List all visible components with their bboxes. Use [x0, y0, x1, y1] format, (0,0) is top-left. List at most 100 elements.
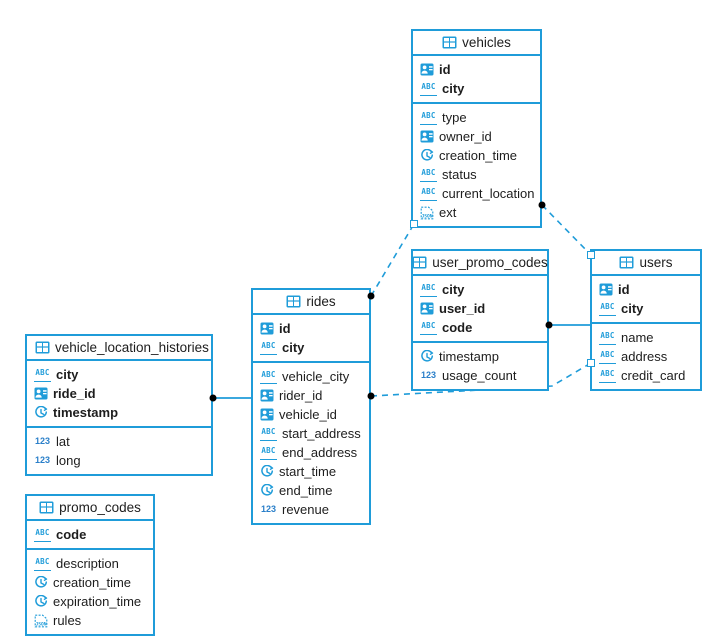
id-card-icon	[260, 408, 274, 422]
field-label: rules	[53, 613, 82, 628]
clock-icon	[420, 349, 434, 364]
id-card-icon	[420, 130, 434, 144]
field-row-timestamp[interactable]: timestamp	[27, 403, 211, 422]
clock-icon	[420, 148, 434, 163]
field-row-vehicle_id[interactable]: vehicle_id	[253, 405, 369, 424]
field-row-id[interactable]: id	[253, 319, 369, 338]
field-row-creation_time[interactable]: creation_time	[27, 573, 153, 592]
field-row-rider_id[interactable]: rider_id	[253, 386, 369, 405]
field-row-ride_id[interactable]: ride_id	[27, 384, 211, 403]
id-card-icon	[260, 322, 274, 336]
field-row-creation_time[interactable]: creation_time	[413, 146, 540, 165]
entity-header-vehicle_location_histories[interactable]: vehicle_location_histories	[27, 336, 211, 361]
abc-icon: ABC	[260, 427, 277, 441]
field-label: end_time	[279, 483, 333, 498]
field-row-user_id[interactable]: user_id	[413, 299, 547, 318]
id-card-icon	[599, 283, 613, 297]
table-icon	[442, 36, 457, 50]
field-row-lat[interactable]: 123 lat	[27, 432, 211, 451]
field-label: city	[282, 340, 305, 355]
field-label: user_id	[439, 301, 486, 316]
field-label: description	[56, 556, 119, 571]
field-label: city	[442, 282, 465, 297]
field-row-timestamp[interactable]: timestamp	[413, 347, 547, 366]
field-row-city[interactable]: ABC city	[253, 338, 369, 357]
field-label: code	[56, 527, 87, 542]
relationship-rides-to-vehicles[interactable]	[370, 223, 415, 297]
id-card-icon	[34, 387, 48, 401]
clock-icon	[34, 405, 48, 420]
table-icon	[39, 501, 54, 515]
field-label: name	[621, 330, 654, 345]
entity-header-promo_codes[interactable]: promo_codes	[27, 496, 153, 521]
json-icon: JSON	[34, 614, 48, 628]
relationship-source-dot	[367, 392, 375, 400]
field-row-ext[interactable]: JSON ext	[413, 203, 540, 222]
field-label: end_address	[282, 445, 358, 460]
field-label: vehicle_id	[279, 407, 337, 422]
field-row-id[interactable]: id	[592, 280, 700, 299]
relationship-vehicles-to-users[interactable]	[541, 204, 592, 256]
abc-icon: ABC	[599, 350, 616, 364]
123-icon: 123	[260, 504, 277, 514]
field-row-rules[interactable]: JSON rules	[27, 611, 153, 630]
entity-header-rides[interactable]: rides	[253, 290, 369, 315]
abc-icon: ABC	[260, 341, 277, 355]
table-icon	[35, 341, 50, 355]
relationship-source-dot	[209, 394, 217, 402]
entity-header-user_promo_codes[interactable]: user_promo_codes	[412, 251, 548, 276]
abc-icon: ABC	[599, 302, 616, 316]
entity-header-users[interactable]: users	[592, 251, 700, 276]
field-row-start_time[interactable]: start_time	[253, 462, 369, 481]
field-label: timestamp	[53, 405, 119, 420]
field-label: ext	[439, 205, 457, 220]
field-row-description[interactable]: ABC description	[27, 554, 153, 573]
field-row-end_time[interactable]: end_time	[253, 481, 369, 500]
abc-icon: ABC	[34, 557, 51, 571]
entity-title: vehicles	[462, 34, 511, 50]
field-label: lat	[56, 434, 70, 449]
field-label: id	[439, 62, 451, 77]
field-row-expiration_time[interactable]: expiration_time	[27, 592, 153, 611]
field-label: code	[442, 320, 473, 335]
entity-header-vehicles[interactable]: vehicles	[413, 31, 540, 56]
clock-icon	[34, 575, 48, 590]
entity-title: promo_codes	[59, 499, 141, 515]
field-label: ride_id	[53, 386, 96, 401]
123-icon: 123	[34, 436, 51, 446]
123-icon: 123	[420, 370, 437, 380]
field-row-owner_id[interactable]: owner_id	[413, 127, 540, 146]
field-row-id[interactable]: id	[413, 60, 540, 79]
field-label: id	[618, 282, 630, 297]
field-label: credit_card	[621, 368, 686, 383]
json-icon: JSON	[420, 206, 434, 220]
table-icon	[412, 256, 427, 270]
clock-icon	[260, 483, 274, 498]
